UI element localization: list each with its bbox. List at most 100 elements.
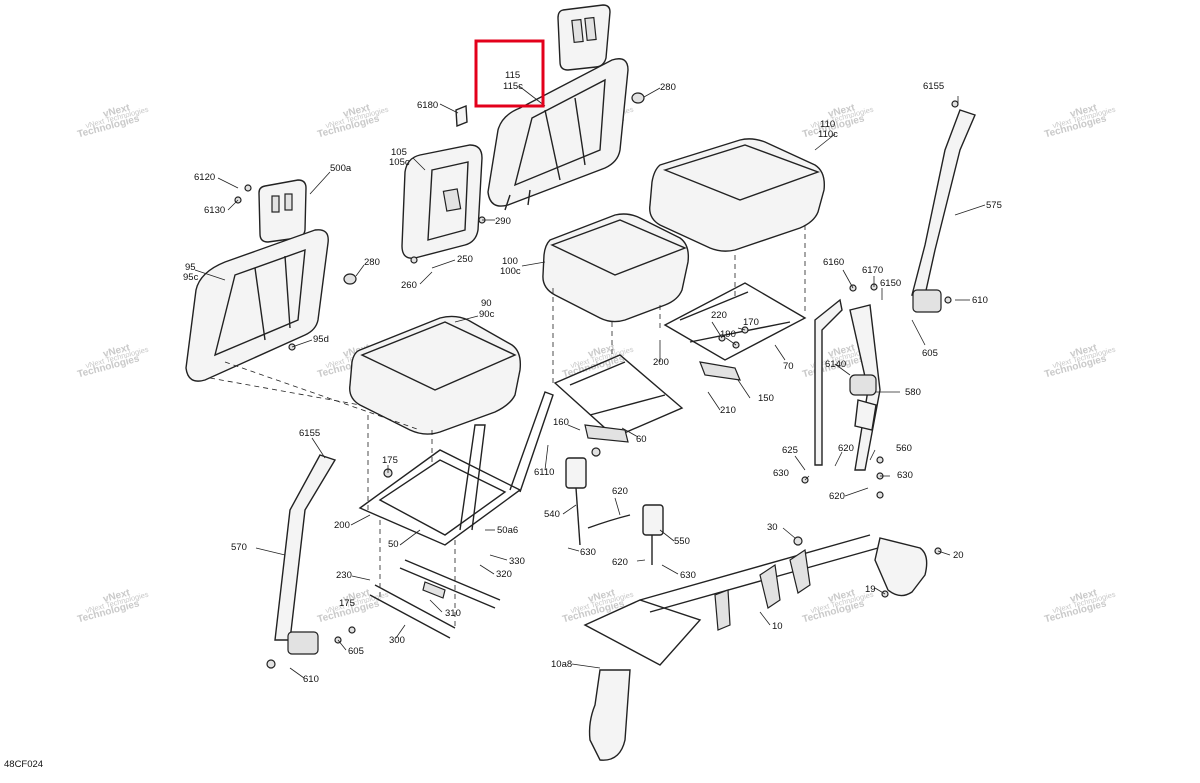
backrest-95 xyxy=(185,229,329,382)
callout-570: 570 xyxy=(231,542,247,553)
callout-170: 170 xyxy=(743,317,759,328)
callout-220: 220 xyxy=(711,310,727,321)
callout-630: 630 xyxy=(580,547,596,558)
callout-580: 580 xyxy=(905,387,921,398)
callout-620: 620 xyxy=(612,486,628,497)
callout-500a: 500a xyxy=(330,163,352,174)
callout-330: 330 xyxy=(509,556,525,567)
callout-110c: 110c xyxy=(818,129,838,140)
leader-lines xyxy=(194,85,986,679)
callout-605: 605 xyxy=(348,646,364,657)
callout-100c: 100c xyxy=(500,266,521,277)
callout-310: 310 xyxy=(445,608,461,619)
watermark: vNext Technologies vNext Technologies xyxy=(76,342,149,380)
knob-280-left xyxy=(343,273,357,285)
callout-230: 230 xyxy=(336,570,352,581)
callout-6155: 6155 xyxy=(923,81,944,92)
callout-160: 160 xyxy=(553,417,569,428)
dashed-guides xyxy=(209,225,806,630)
bracket-6180 xyxy=(455,104,468,128)
callout-6155: 6155 xyxy=(299,428,320,439)
callout-95d: 95d xyxy=(313,334,329,345)
callout-560: 560 xyxy=(896,443,912,454)
watermark: vNext Technologies vNext Technologies xyxy=(316,102,389,140)
seat-cushion-100 xyxy=(542,213,690,323)
center-backrest xyxy=(487,58,629,211)
backrest-cover-105 xyxy=(401,144,483,259)
watermark: vNext Technologies vNext Technologies xyxy=(1043,587,1116,625)
callout-50: 50 xyxy=(388,539,399,550)
callout-250: 250 xyxy=(457,254,473,265)
callout-540: 540 xyxy=(544,509,560,520)
callout-115c: 115c xyxy=(503,81,523,92)
callout-575: 575 xyxy=(986,200,1002,211)
callout-200: 200 xyxy=(334,520,350,531)
callout-10: 10 xyxy=(772,621,783,632)
callout-300: 300 xyxy=(389,635,405,646)
callout-175: 175 xyxy=(382,455,398,466)
seat-frame-60 xyxy=(553,354,684,443)
callout-95: 95 xyxy=(185,262,196,273)
callout-6130: 6130 xyxy=(204,205,225,216)
callout-630: 630 xyxy=(897,470,913,481)
callout-90: 90 xyxy=(481,298,492,309)
seatbelt-570 xyxy=(274,454,337,655)
callout-620: 620 xyxy=(838,443,854,454)
seat-cushion-110 xyxy=(649,138,825,252)
diagram-code: 48CF024 xyxy=(4,759,43,770)
seatbelt-575 xyxy=(814,109,976,471)
callout-115: 115 xyxy=(505,70,520,81)
buckles-540-550 xyxy=(565,457,664,565)
callout-200: 200 xyxy=(653,357,669,368)
callout-6180: 6180 xyxy=(417,100,438,111)
callout-6150: 6150 xyxy=(880,278,901,289)
callout-90c: 90c xyxy=(479,309,495,320)
callout-10a8: 10a8 xyxy=(551,659,572,670)
callout-6120: 6120 xyxy=(194,172,215,183)
callout-260: 260 xyxy=(401,280,417,291)
callout-6170: 6170 xyxy=(862,265,883,276)
knob-280-top xyxy=(631,92,645,104)
callout-110: 110 xyxy=(820,119,835,130)
highlight-box xyxy=(474,39,545,108)
callout-620: 620 xyxy=(612,557,628,568)
callout-70: 70 xyxy=(783,361,794,372)
callout-20: 20 xyxy=(953,550,964,561)
callout-100: 100 xyxy=(502,256,518,267)
callout-620: 620 xyxy=(829,491,845,502)
callout-610: 610 xyxy=(972,295,988,306)
callout-175: 175 xyxy=(339,598,355,609)
callout-6140: 6140 xyxy=(825,359,846,370)
callout-280: 280 xyxy=(660,82,676,93)
callout-190: 190 xyxy=(720,329,736,340)
callout-630: 630 xyxy=(680,570,696,581)
callout-30: 30 xyxy=(767,522,778,533)
watermark: vNext Technologies vNext Technologies xyxy=(1043,342,1116,380)
callout-320: 320 xyxy=(496,569,512,580)
seat-rail-300 xyxy=(369,559,501,639)
callout-290: 290 xyxy=(495,216,511,227)
watermark: vNext Technologies vNext Technologies xyxy=(1043,102,1116,140)
callout-610: 610 xyxy=(303,674,319,685)
callout-50a6: 50a6 xyxy=(497,525,518,536)
callout-19: 19 xyxy=(865,584,876,595)
callout-280: 280 xyxy=(364,257,380,268)
callout-625: 625 xyxy=(782,445,798,456)
headrest-500a xyxy=(258,179,307,243)
center-headrest xyxy=(557,4,611,71)
callout-150: 150 xyxy=(758,393,774,404)
callout-95c: 95c xyxy=(183,272,199,283)
callout-550: 550 xyxy=(674,536,690,547)
callout-105c: 105c xyxy=(389,157,410,168)
callout-6110: 6110 xyxy=(534,467,554,478)
watermark: vNext Technologies vNext Technologies xyxy=(76,587,149,625)
callout-labels: 115 115c 6180 105 105c 280 110 110c 6155… xyxy=(4,70,1002,770)
callout-630: 630 xyxy=(773,468,789,479)
callout-6160: 6160 xyxy=(823,257,844,268)
watermark: vNext Technologies vNext Technologies xyxy=(76,102,149,140)
callout-605: 605 xyxy=(922,348,938,359)
lower-frame-10 xyxy=(583,534,928,761)
seat-frame-70 xyxy=(663,282,807,381)
